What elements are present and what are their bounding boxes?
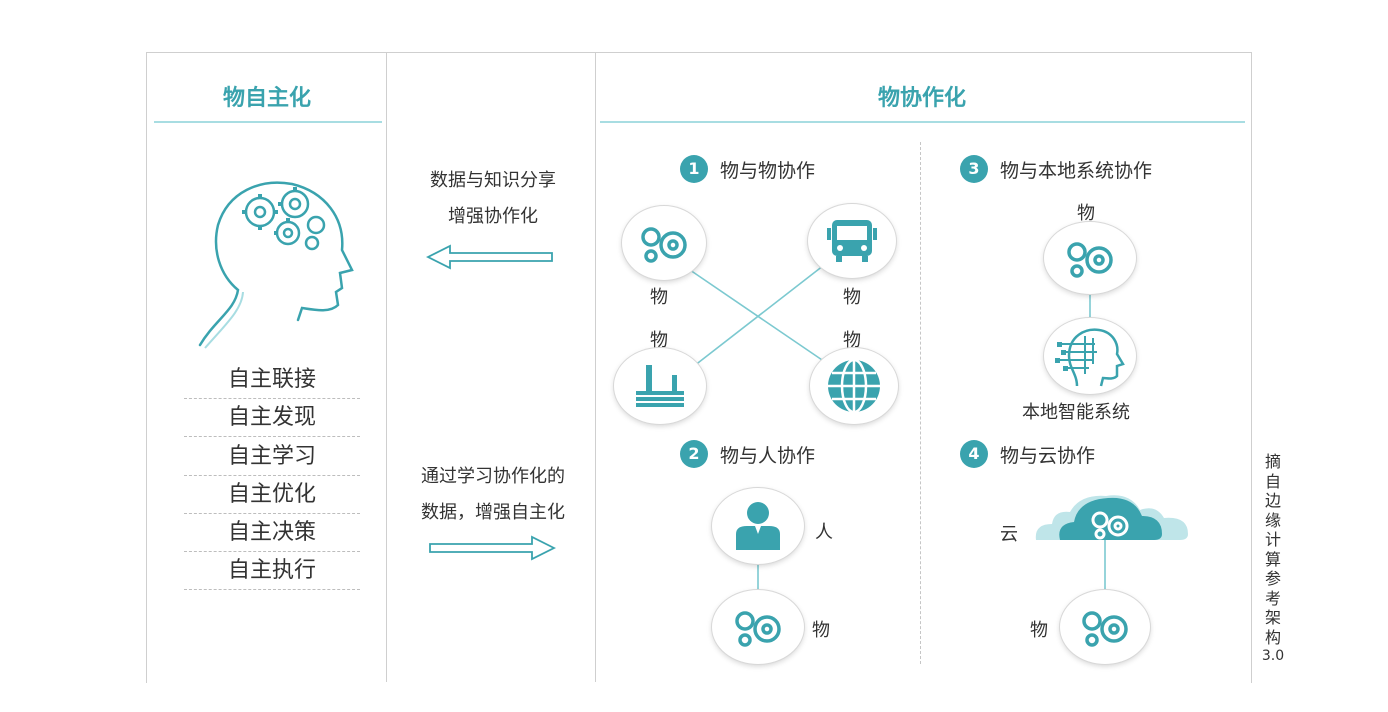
cloud-gears-icon [1030,490,1194,546]
source-char: 参 [1260,569,1286,589]
local-system-node [1044,318,1136,394]
source-char: 3.0 [1260,647,1286,667]
section-4-title: 4 物与云协作 [960,440,1095,468]
source-char: 自 [1260,472,1286,492]
source-char: 构 [1260,628,1286,648]
source-char: 摘 [1260,452,1286,472]
source-char: 缘 [1260,511,1286,531]
section-2-title: 2 物与人协作 [680,440,815,468]
section-title-text: 物与本地系统协作 [1000,156,1152,183]
person-node [712,488,804,564]
node-label: 物 [843,283,861,309]
section-title-text: 物与物协作 [720,156,815,183]
bus-icon [824,218,880,264]
gears-icon [1061,238,1119,278]
source-char: 算 [1260,550,1286,570]
source-char: 考 [1260,589,1286,609]
section-3-title: 3 物与本地系统协作 [960,155,1152,183]
node-label: 人 [815,518,833,544]
node-label: 云 [1000,520,1018,546]
thing-node [1044,222,1136,294]
thing-node [614,348,706,424]
source-char: 架 [1260,608,1286,628]
gears-icon [1076,607,1134,647]
node-label: 物 [812,616,830,642]
node-label: 物 [650,283,668,309]
section-number-badge: 4 [960,440,988,468]
section-title-text: 物与人协作 [720,441,815,468]
thing-node [808,204,896,278]
section-number-badge: 1 [680,155,708,183]
thing-node [1060,590,1150,664]
node-label: 物 [1030,616,1048,642]
factory-icon [632,361,688,411]
gears-icon [635,223,693,263]
section-number-badge: 3 [960,155,988,183]
source-char: 计 [1260,530,1286,550]
globe-icon [824,356,884,416]
source-char: 边 [1260,491,1286,511]
circuit-head-icon [1055,324,1125,388]
person-icon [733,500,783,552]
source-note: 摘 自 边 缘 计 算 参 考 架 构 3.0 [1260,452,1286,667]
gears-icon [729,607,787,647]
section-number-badge: 2 [680,440,708,468]
thing-node [810,348,898,424]
node-label: 本地智能系统 [1022,398,1130,424]
section-1-title: 1 物与物协作 [680,155,815,183]
thing-node [712,590,804,664]
thing-node [622,206,706,280]
section-title-text: 物与云协作 [1000,441,1095,468]
